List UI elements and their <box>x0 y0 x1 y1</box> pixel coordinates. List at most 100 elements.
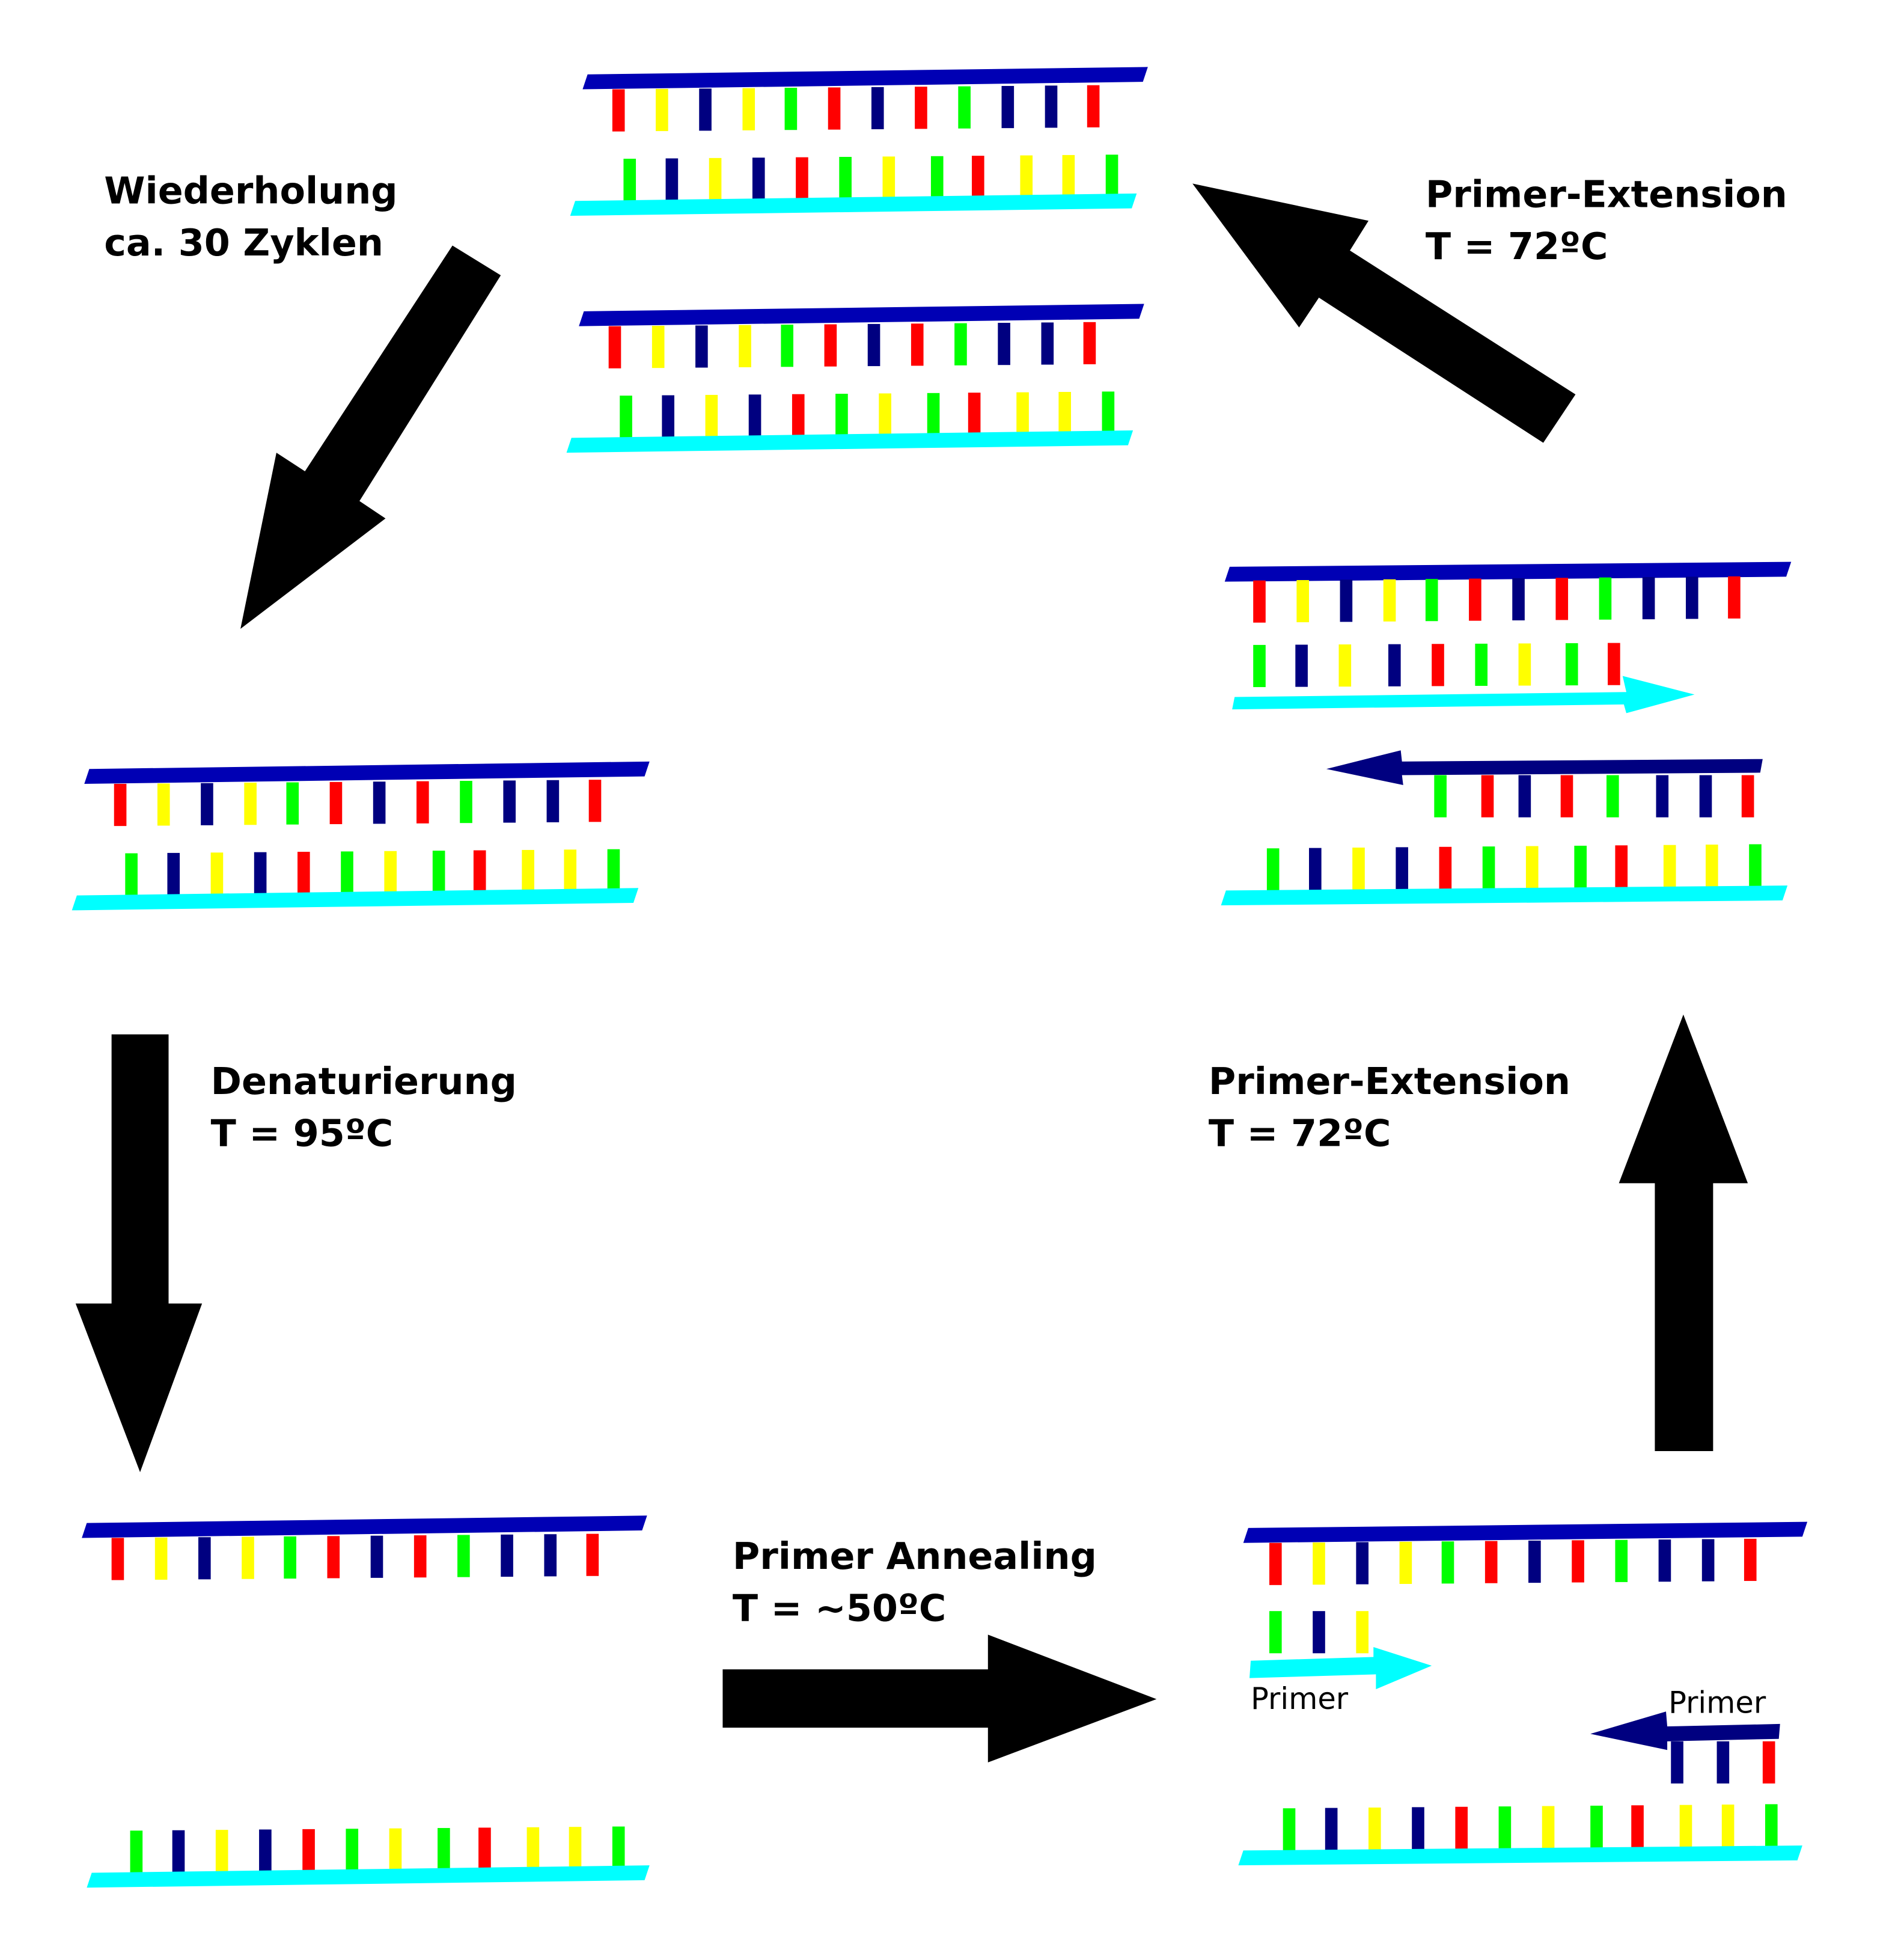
forward-extended-base-A <box>1432 644 1444 686</box>
complement-base-C <box>172 1830 185 1872</box>
dna-primer-extension <box>1221 561 1792 906</box>
forward-extended-base-C <box>1388 644 1401 686</box>
complement-base-C <box>167 852 180 896</box>
arrow-repeat-cycle <box>240 245 501 629</box>
template-base-T <box>1599 577 1612 620</box>
complement-base-C <box>259 1829 272 1872</box>
complement-base-G <box>1020 155 1033 198</box>
forward-extension-arrow <box>1232 676 1695 714</box>
label-annealing-line1: Primer Annealing <box>733 1535 1097 1578</box>
forward-extended-base-A <box>1608 643 1620 685</box>
template-base-A <box>1484 1541 1498 1583</box>
complement-base-T <box>1765 1804 1778 1847</box>
complement-base-A <box>796 157 808 200</box>
complement-base-G <box>709 157 722 201</box>
complement-base-T <box>1574 845 1587 888</box>
template-base-A <box>1728 576 1741 619</box>
arrow-annealing <box>722 1634 1157 1762</box>
complement-base-C <box>1396 847 1408 890</box>
reverse-extended-base-A <box>1560 775 1573 818</box>
dna-product-2 <box>566 304 1144 453</box>
complement-base-T <box>1749 844 1762 887</box>
template-base-C <box>1701 1539 1715 1582</box>
reverse-primer-arrow <box>1590 1711 1780 1750</box>
template-base-A <box>1087 85 1100 127</box>
template-base-C <box>1001 85 1015 129</box>
template-base-C <box>370 1535 383 1578</box>
template-base-C <box>1512 578 1525 621</box>
template-strand-backbone <box>1243 1521 1808 1543</box>
complement-base-T <box>346 1829 359 1871</box>
complement-base-G <box>569 1827 582 1869</box>
template-base-G <box>739 325 751 367</box>
template-base-A <box>1572 1540 1584 1583</box>
complement-base-G <box>522 849 534 893</box>
complement-strand-backbone <box>570 193 1137 216</box>
template-base-A <box>1253 580 1266 623</box>
template-base-C <box>1041 322 1054 365</box>
complement-base-G <box>1062 154 1075 198</box>
complement-base-G <box>526 1827 540 1869</box>
complement-base-G <box>215 1830 228 1872</box>
template-base-T <box>1441 1541 1454 1584</box>
template-base-T <box>457 1535 470 1577</box>
template-base-T <box>286 782 299 825</box>
template-base-G <box>651 326 665 368</box>
complement-base-G <box>1525 846 1539 888</box>
arrows-layer <box>75 183 1748 1762</box>
template-base-A <box>413 1535 427 1578</box>
complement-base-G <box>389 1828 402 1871</box>
template-base-A <box>612 89 625 132</box>
complement-base-A <box>1615 845 1628 888</box>
template-strand-backbone <box>579 304 1144 326</box>
complement-base-A <box>972 156 984 198</box>
reverse-extended-base-A <box>1741 775 1754 818</box>
reverse-primer-base-C <box>1716 1741 1730 1784</box>
template-base-G <box>1296 579 1309 623</box>
template-base-C <box>1642 577 1655 620</box>
template-base-C <box>1658 1539 1671 1582</box>
reverse-primer-base-A <box>1762 1741 1775 1784</box>
complement-base-A <box>298 852 310 894</box>
complement-strand-backbone <box>1238 1845 1802 1866</box>
dna-layer <box>72 67 1808 1888</box>
complement-base-G <box>1706 845 1718 887</box>
arrow-denaturation <box>75 1034 203 1473</box>
label-denaturation-line2: T = 95ºC <box>211 1111 393 1155</box>
forward-primer-base-T <box>1269 1611 1282 1654</box>
complement-base-T <box>623 159 636 201</box>
reverse-primer-base-C <box>1671 1741 1683 1784</box>
forward-extended-base-G <box>1338 644 1352 687</box>
template-base-C <box>871 87 884 129</box>
reverse-extended-base-T <box>1606 775 1619 818</box>
label-extension-lower-line1: Primer-Extension <box>1209 1060 1570 1103</box>
complement-base-T <box>438 1828 450 1871</box>
complement-base-A <box>1631 1805 1644 1848</box>
template-base-A <box>828 87 841 130</box>
complement-base-G <box>564 849 577 892</box>
complement-strand-backbone <box>87 1865 650 1888</box>
template-base-T <box>1425 579 1438 622</box>
template-base-A <box>1269 1542 1282 1585</box>
complement-base-T <box>1482 846 1495 889</box>
complement-base-T <box>1266 848 1280 891</box>
template-strand-backbone <box>1224 561 1792 582</box>
complement-base-G <box>882 156 896 199</box>
forward-primer-base-G <box>1356 1611 1368 1654</box>
label-repeat-line1: Wiederholung <box>104 169 397 212</box>
complement-base-C <box>1412 1807 1424 1850</box>
complement-base-T <box>125 853 138 896</box>
template-base-C <box>501 1534 513 1577</box>
template-base-C <box>1340 579 1353 622</box>
template-base-C <box>699 88 712 131</box>
complement-base-T <box>130 1830 143 1873</box>
template-base-G <box>656 88 668 132</box>
template-base-T <box>954 323 967 365</box>
template-base-A <box>327 1536 340 1579</box>
label-primer-reverse: Primer <box>1668 1685 1766 1720</box>
complement-base-C <box>254 852 267 894</box>
template-base-G <box>1399 1541 1412 1584</box>
template-base-T <box>781 325 793 367</box>
complement-strand-backbone <box>72 888 639 911</box>
complement-base-G <box>210 852 224 895</box>
